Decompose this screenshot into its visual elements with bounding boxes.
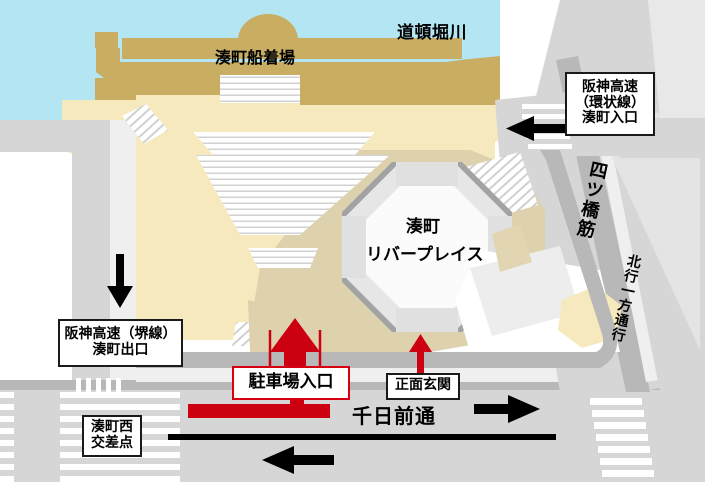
southeast-tan-sliver [492, 224, 532, 272]
octagon-face-west [342, 216, 366, 278]
building-label-line2: リバープレイス [366, 245, 484, 265]
arrow-sennichimae-westbound [262, 446, 334, 474]
callout-line: 交差点 [91, 434, 133, 451]
steps-northwest-diagonal [122, 104, 168, 144]
callout-hanshin-loop-entrance[interactable]: 阪神高速 （環状線） 湊町入口 [565, 72, 655, 137]
callout-parking-entrance[interactable]: 駐車場入口 [232, 366, 350, 401]
dock-label: 湊町船着場 [215, 48, 296, 67]
steps-dock [220, 75, 300, 103]
building-label-line1: 湊町 [406, 217, 440, 237]
dock-upper-bar [122, 38, 462, 59]
callout-line: 阪神高速 [582, 79, 638, 95]
arrow-hanshin-loop-inbound [506, 116, 588, 141]
octagon-face-north [396, 162, 458, 186]
main-entrance-arrow-red [409, 334, 432, 375]
callout-hanshin-sakai-exit[interactable]: 阪神高速（堺線） 湊町出口 [58, 319, 183, 368]
crosswalk-west-edge [0, 392, 14, 482]
callout-line: 阪神高速（堺線） [64, 326, 177, 342]
octagon-face-south [396, 308, 458, 332]
steps-center-main [196, 155, 390, 235]
northeast-white-parcel [648, 0, 705, 118]
southeast-gray-square [470, 246, 580, 336]
octagon-core [366, 186, 488, 308]
river-label: 道頓堀川 [397, 23, 467, 43]
yotsubashi-inner-light [604, 110, 700, 350]
steps-center-upper [193, 132, 375, 155]
callout-line: 駐車場入口 [248, 372, 334, 392]
callout-main-entrance[interactable]: 正面玄関 [386, 373, 460, 400]
arrow-sennichimae-eastbound [474, 395, 540, 423]
callout-minatomachi-nishi-crossing[interactable]: 湊町西 交差点 [82, 415, 142, 458]
sennichimae-road-north-edge [0, 380, 705, 390]
callout-line: 湊町出口 [92, 341, 149, 358]
callout-line: 湊町入口 [582, 110, 638, 127]
sennichimae-median-line [168, 434, 556, 440]
callout-line: （環状線） [575, 94, 645, 111]
sennichimae-street-label: 千日前通 [352, 404, 436, 428]
callout-line: 正面玄関 [395, 377, 451, 393]
steps-center-lower [248, 248, 318, 268]
callout-line: 湊町西 [91, 419, 133, 435]
riverbank-wedge-west [96, 48, 120, 90]
crosswalk-southwest-vertical [76, 378, 121, 396]
riverbank-tan-east [300, 56, 500, 105]
arrow-west-road-southbound [107, 254, 133, 308]
crosswalk-east-south [590, 398, 654, 477]
yotsubashi-median [600, 150, 660, 382]
